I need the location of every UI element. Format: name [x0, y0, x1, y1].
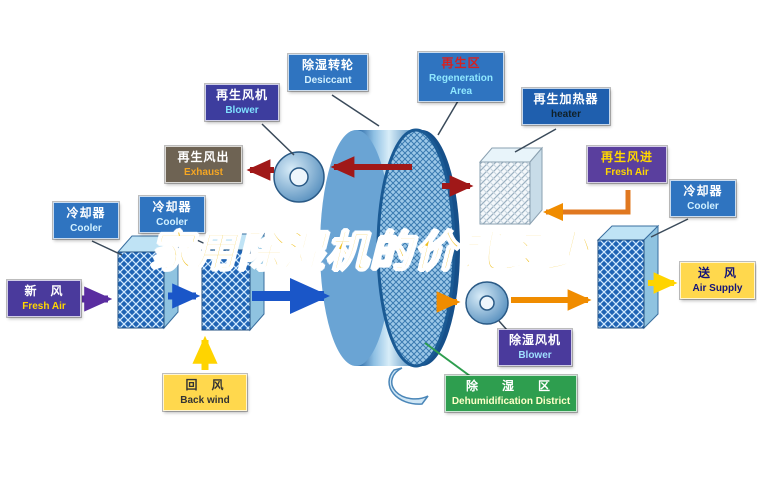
label-exhaust: 再生风出 Exhaust: [165, 146, 242, 183]
label-regen-blower: 再生风机 Blower: [205, 84, 279, 121]
label-back-wind-en: Back wind: [180, 394, 230, 406]
label-desiccant: 除湿转轮 Desiccant: [288, 54, 368, 91]
label-regen-heater-en: heater: [550, 108, 581, 120]
label-dehum-blower-en: Blower: [518, 349, 552, 361]
label-regen-fresh-air-en: Fresh Air: [605, 166, 649, 178]
label-cooler-left-outer: 冷却器 Cooler: [53, 202, 119, 239]
cooler-block-left-inner: [200, 232, 266, 332]
label-regen-heater: 再生加热器 heater: [522, 88, 610, 125]
label-fresh-air-en: Fresh Air: [22, 300, 66, 312]
label-dehum-blower-zh: 除湿风机: [508, 333, 561, 347]
label-fresh-air-zh: 新 风: [24, 284, 64, 298]
label-cooler-left-inner-zh: 冷却器: [152, 200, 192, 214]
label-dehum-district: 除 湿 区 Dehumidification District: [445, 375, 577, 412]
label-cooler-left-outer-en: Cooler: [70, 222, 102, 234]
label-dehum-district-zh: 除 湿 区: [465, 379, 556, 393]
label-cooler-left-inner: 冷却器 Cooler: [139, 196, 205, 233]
label-dehum-blower: 除湿风机 Blower: [498, 329, 572, 366]
label-regen-heater-zh: 再生加热器: [533, 92, 599, 106]
heater-block: [478, 146, 544, 226]
label-regen-blower-en: Blower: [225, 104, 259, 116]
label-fresh-air: 新 风 Fresh Air: [7, 280, 81, 317]
label-regen-fresh-air: 再生风进 Fresh Air: [587, 146, 667, 183]
label-regen-blower-zh: 再生风机: [215, 88, 268, 102]
label-regeneration-area-en: Regeneration Area: [429, 72, 493, 97]
label-air-supply: 送 风 Air Supply: [680, 262, 755, 299]
wheel-segment-piece: [388, 367, 429, 405]
flow-arrows: [82, 156, 678, 370]
dehum-zone-leader: [424, 342, 471, 377]
label-desiccant-en: Desiccant: [304, 74, 352, 86]
label-cooler-left-inner-en: Cooler: [156, 216, 188, 228]
label-regeneration-area: 再生区 Regeneration Area: [418, 52, 504, 102]
label-cooler-right-zh: 冷却器: [683, 184, 723, 198]
watermark-text: 家用除湿机的价钱多少: [149, 227, 591, 276]
label-exhaust-zh: 再生风出: [177, 150, 230, 164]
label-cooler-right: 冷却器 Cooler: [670, 180, 736, 217]
label-air-supply-en: Air Supply: [692, 282, 743, 294]
label-exhaust-en: Exhaust: [184, 166, 223, 178]
label-regeneration-area-zh: 再生区: [441, 56, 481, 70]
label-back-wind: 回 风 Back wind: [163, 374, 247, 411]
label-regen-fresh-air-zh: 再生风进: [600, 150, 653, 164]
cooler-block-right: [596, 224, 660, 330]
regen-intake-arrow: [543, 190, 631, 221]
label-cooler-right-en: Cooler: [687, 200, 719, 212]
leader-lines: [91, 94, 689, 377]
label-air-supply-zh: 送 风: [697, 266, 737, 280]
dehum-fan: [465, 281, 509, 325]
label-desiccant-zh: 除湿转轮: [301, 58, 354, 72]
label-dehum-district-en: Dehumidification District: [451, 395, 571, 407]
label-back-wind-zh: 回 风: [185, 378, 225, 392]
regen-fan: [273, 151, 325, 203]
label-cooler-left-outer-zh: 冷却器: [66, 206, 106, 220]
